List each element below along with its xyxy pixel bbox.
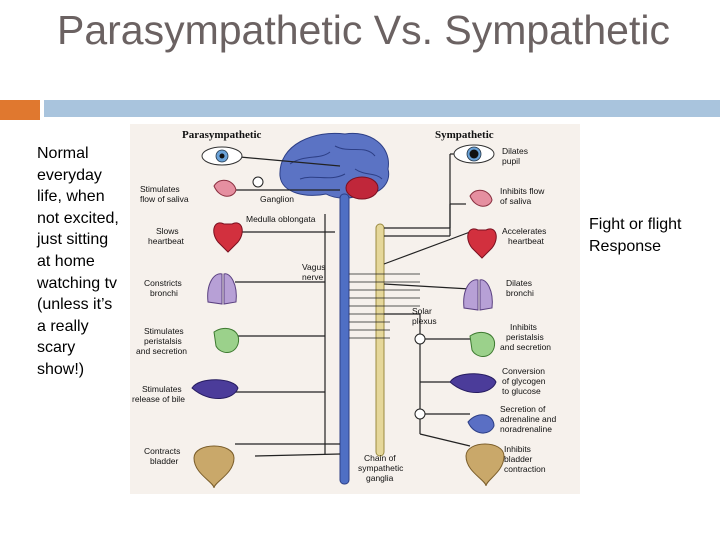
label-left-liver-1: Stimulates: [142, 384, 182, 394]
label-right-lungs-1: Dilates: [506, 278, 532, 288]
label-chain-1: Chain of: [364, 453, 396, 463]
ganglion-node: [252, 176, 264, 188]
sympathetic-chain: [375, 223, 385, 457]
lungs-left-icon: [207, 273, 237, 305]
salivary-gland-left-icon: [213, 179, 237, 197]
label-vagus-2: nerve: [302, 272, 324, 282]
label-left-heart-2: heartbeat: [148, 236, 185, 246]
label-chain-2: sympathetic: [358, 463, 404, 473]
bladder-left-icon: [193, 445, 235, 489]
solar-plexus-node: [414, 333, 426, 345]
ganglia-ladder: [349, 273, 420, 339]
salivary-gland-right-icon: [469, 189, 493, 207]
label-right-heart-2: heartbeat: [508, 236, 545, 246]
label-right-liver-3: to glucose: [502, 386, 541, 396]
label-right-liver-2: of glycogen: [502, 376, 546, 386]
label-right-saliva-2: of saliva: [500, 196, 531, 206]
sympathetic-description: Fight or flight Response: [589, 216, 682, 255]
label-left-bladder-2: bladder: [150, 456, 179, 466]
heart-left-icon: [213, 222, 243, 253]
header-parasympathetic: Parasympathetic: [182, 129, 262, 141]
label-right-stomach-2: peristalsis: [506, 332, 544, 342]
label-right-adrenal-1: Secretion of: [500, 404, 546, 414]
label-chain-3: ganglia: [366, 473, 394, 483]
label-right-saliva-1: Inhibits flow: [500, 186, 545, 196]
heart-right-icon: [467, 228, 497, 259]
parasympathetic-nerves: [235, 156, 341, 457]
bladder-right-icon: [465, 443, 505, 487]
label-solar-2: plexus: [412, 316, 437, 326]
label-right-heart-1: Accelerates: [502, 226, 546, 236]
label-left-bladder-1: Contracts: [144, 446, 180, 456]
label-left-saliva-2: flow of saliva: [140, 194, 189, 204]
label-left-liver-2: release of bile: [132, 394, 185, 404]
label-left-lungs-1: Constricts: [144, 278, 182, 288]
label-right-bladder-3: contraction: [504, 464, 546, 474]
label-ganglion: Ganglion: [260, 194, 294, 204]
header-sympathetic: Sympathetic: [435, 129, 494, 141]
lungs-right-icon: [463, 279, 493, 311]
label-right-stomach-1: Inhibits: [510, 322, 537, 332]
nervous-system-diagram: Parasympathetic Sympathetic: [130, 124, 580, 494]
label-right-adrenal-3: noradrenaline: [500, 424, 552, 434]
parasympathetic-description: Normal everyday life, when not excited, …: [37, 145, 119, 378]
liver-left-icon: [191, 379, 239, 399]
adrenal-right-icon: [467, 414, 495, 434]
title-accent-bar: [0, 100, 40, 120]
label-right-bladder-2: bladder: [504, 454, 533, 464]
ganglion-node-lower: [414, 408, 426, 420]
title-rule: [44, 100, 720, 117]
label-left-stomach-2: peristalsis: [144, 336, 182, 346]
label-left-saliva-1: Stimulates: [140, 184, 180, 194]
stomach-right-icon: [469, 332, 496, 357]
label-right-stomach-3: and secretion: [500, 342, 551, 352]
label-right-bladder-1: Inhibits: [504, 444, 531, 454]
label-solar-1: Solar: [412, 306, 432, 316]
label-vagus-1: Vagus: [302, 262, 325, 272]
label-right-pupil-1: Dilates: [502, 146, 528, 156]
label-left-heart-1: Slows: [156, 226, 179, 236]
label-right-lungs-2: bronchi: [506, 288, 534, 298]
label-right-adrenal-2: adrenaline and: [500, 414, 557, 424]
spinal-cord: [339, 193, 350, 485]
eye-right-icon: [453, 144, 495, 164]
label-medulla: Medulla oblongata: [246, 214, 316, 224]
slide-title: Parasympathetic Vs. Sympathetic: [57, 7, 670, 53]
eye-left-icon: [201, 146, 243, 166]
liver-right-icon: [449, 373, 497, 393]
label-left-stomach-1: Stimulates: [144, 326, 184, 336]
label-left-stomach-3: and secretion: [136, 346, 187, 356]
label-left-lungs-2: bronchi: [150, 288, 178, 298]
label-right-pupil-2: pupil: [502, 156, 520, 166]
label-right-liver-1: Conversion: [502, 366, 545, 376]
stomach-left-icon: [213, 328, 240, 353]
